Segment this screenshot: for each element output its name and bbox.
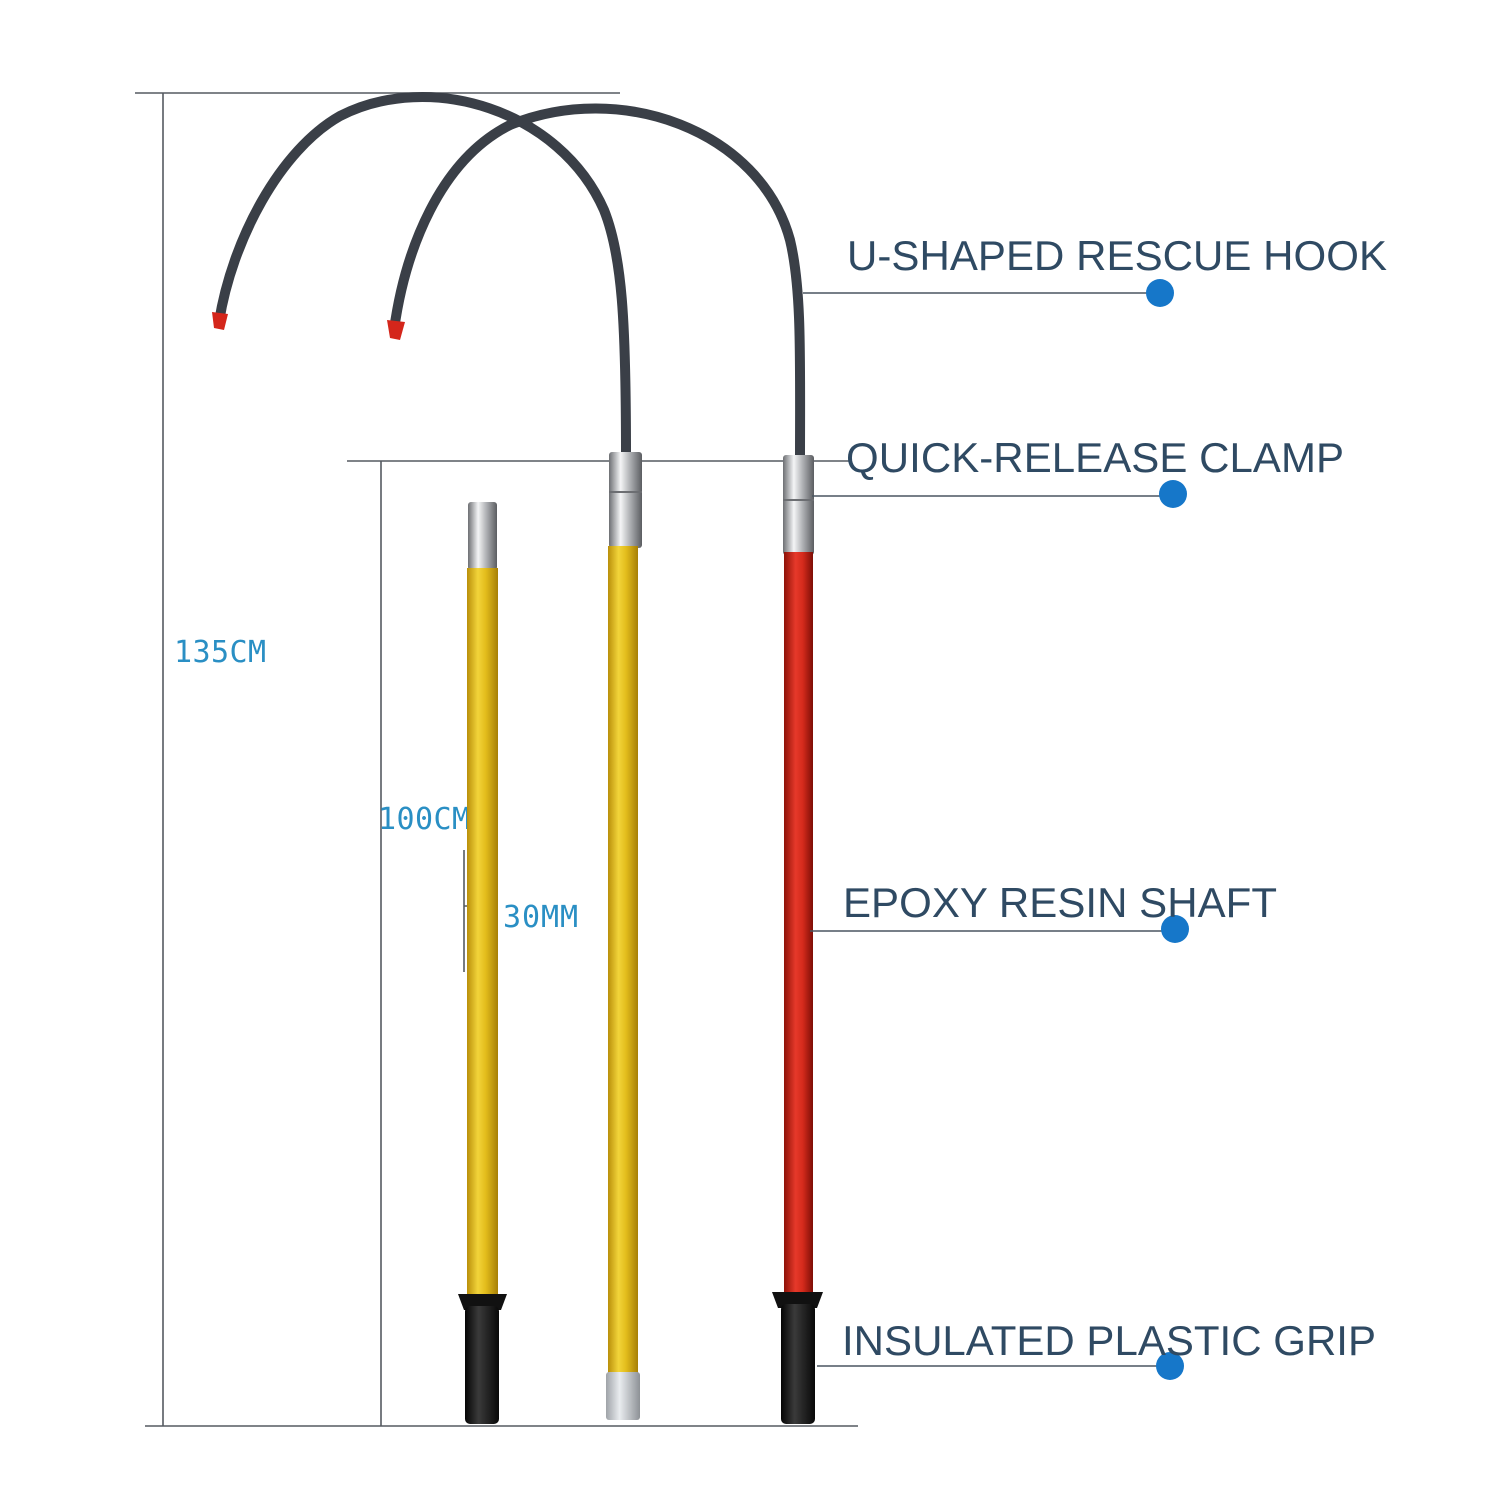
pole-end-cap — [606, 1372, 640, 1420]
callout-dots — [1146, 279, 1189, 1380]
shaft-length-label: 100CM — [378, 802, 470, 837]
clamp-dot — [1159, 480, 1187, 508]
black-grip-right — [781, 1304, 815, 1424]
grip-dot — [1156, 1352, 1184, 1380]
yellow-rescue-hook — [212, 92, 642, 1420]
clamp-callout-label: QUICK-RELEASE CLAMP — [846, 434, 1344, 481]
red-rescue-hook — [387, 103, 823, 1424]
hook-cable-middle — [214, 92, 631, 460]
clamp-metal-middle — [609, 452, 642, 548]
yellow-shaft-body — [467, 568, 498, 1298]
black-grip — [465, 1306, 499, 1424]
shaft-callout-label: EPOXY RESIN SHAFT — [843, 879, 1277, 926]
overall-length-label: 135CM — [174, 635, 266, 670]
callout-leaders — [803, 292, 1175, 1367]
clamp-metal-right — [783, 455, 814, 555]
separate-shaft — [458, 502, 507, 1424]
diameter-label: 30MM — [503, 900, 578, 935]
red-pole-body — [784, 552, 813, 1292]
grip-callout-label: INSULATED PLASTIC GRIP — [842, 1317, 1376, 1364]
hook-dot — [1146, 279, 1174, 307]
yellow-pole-body — [608, 546, 638, 1376]
hook-tip-middle — [212, 312, 228, 330]
hook-tip-right — [387, 320, 405, 340]
hook-cable-right — [389, 103, 806, 470]
dimension-lines — [135, 92, 858, 1427]
hook-callout-label: U-SHAPED RESCUE HOOK — [847, 232, 1387, 279]
shaft-metal-cap — [468, 502, 497, 570]
shaft-dot — [1161, 915, 1189, 943]
grip-guard-right — [772, 1292, 823, 1308]
